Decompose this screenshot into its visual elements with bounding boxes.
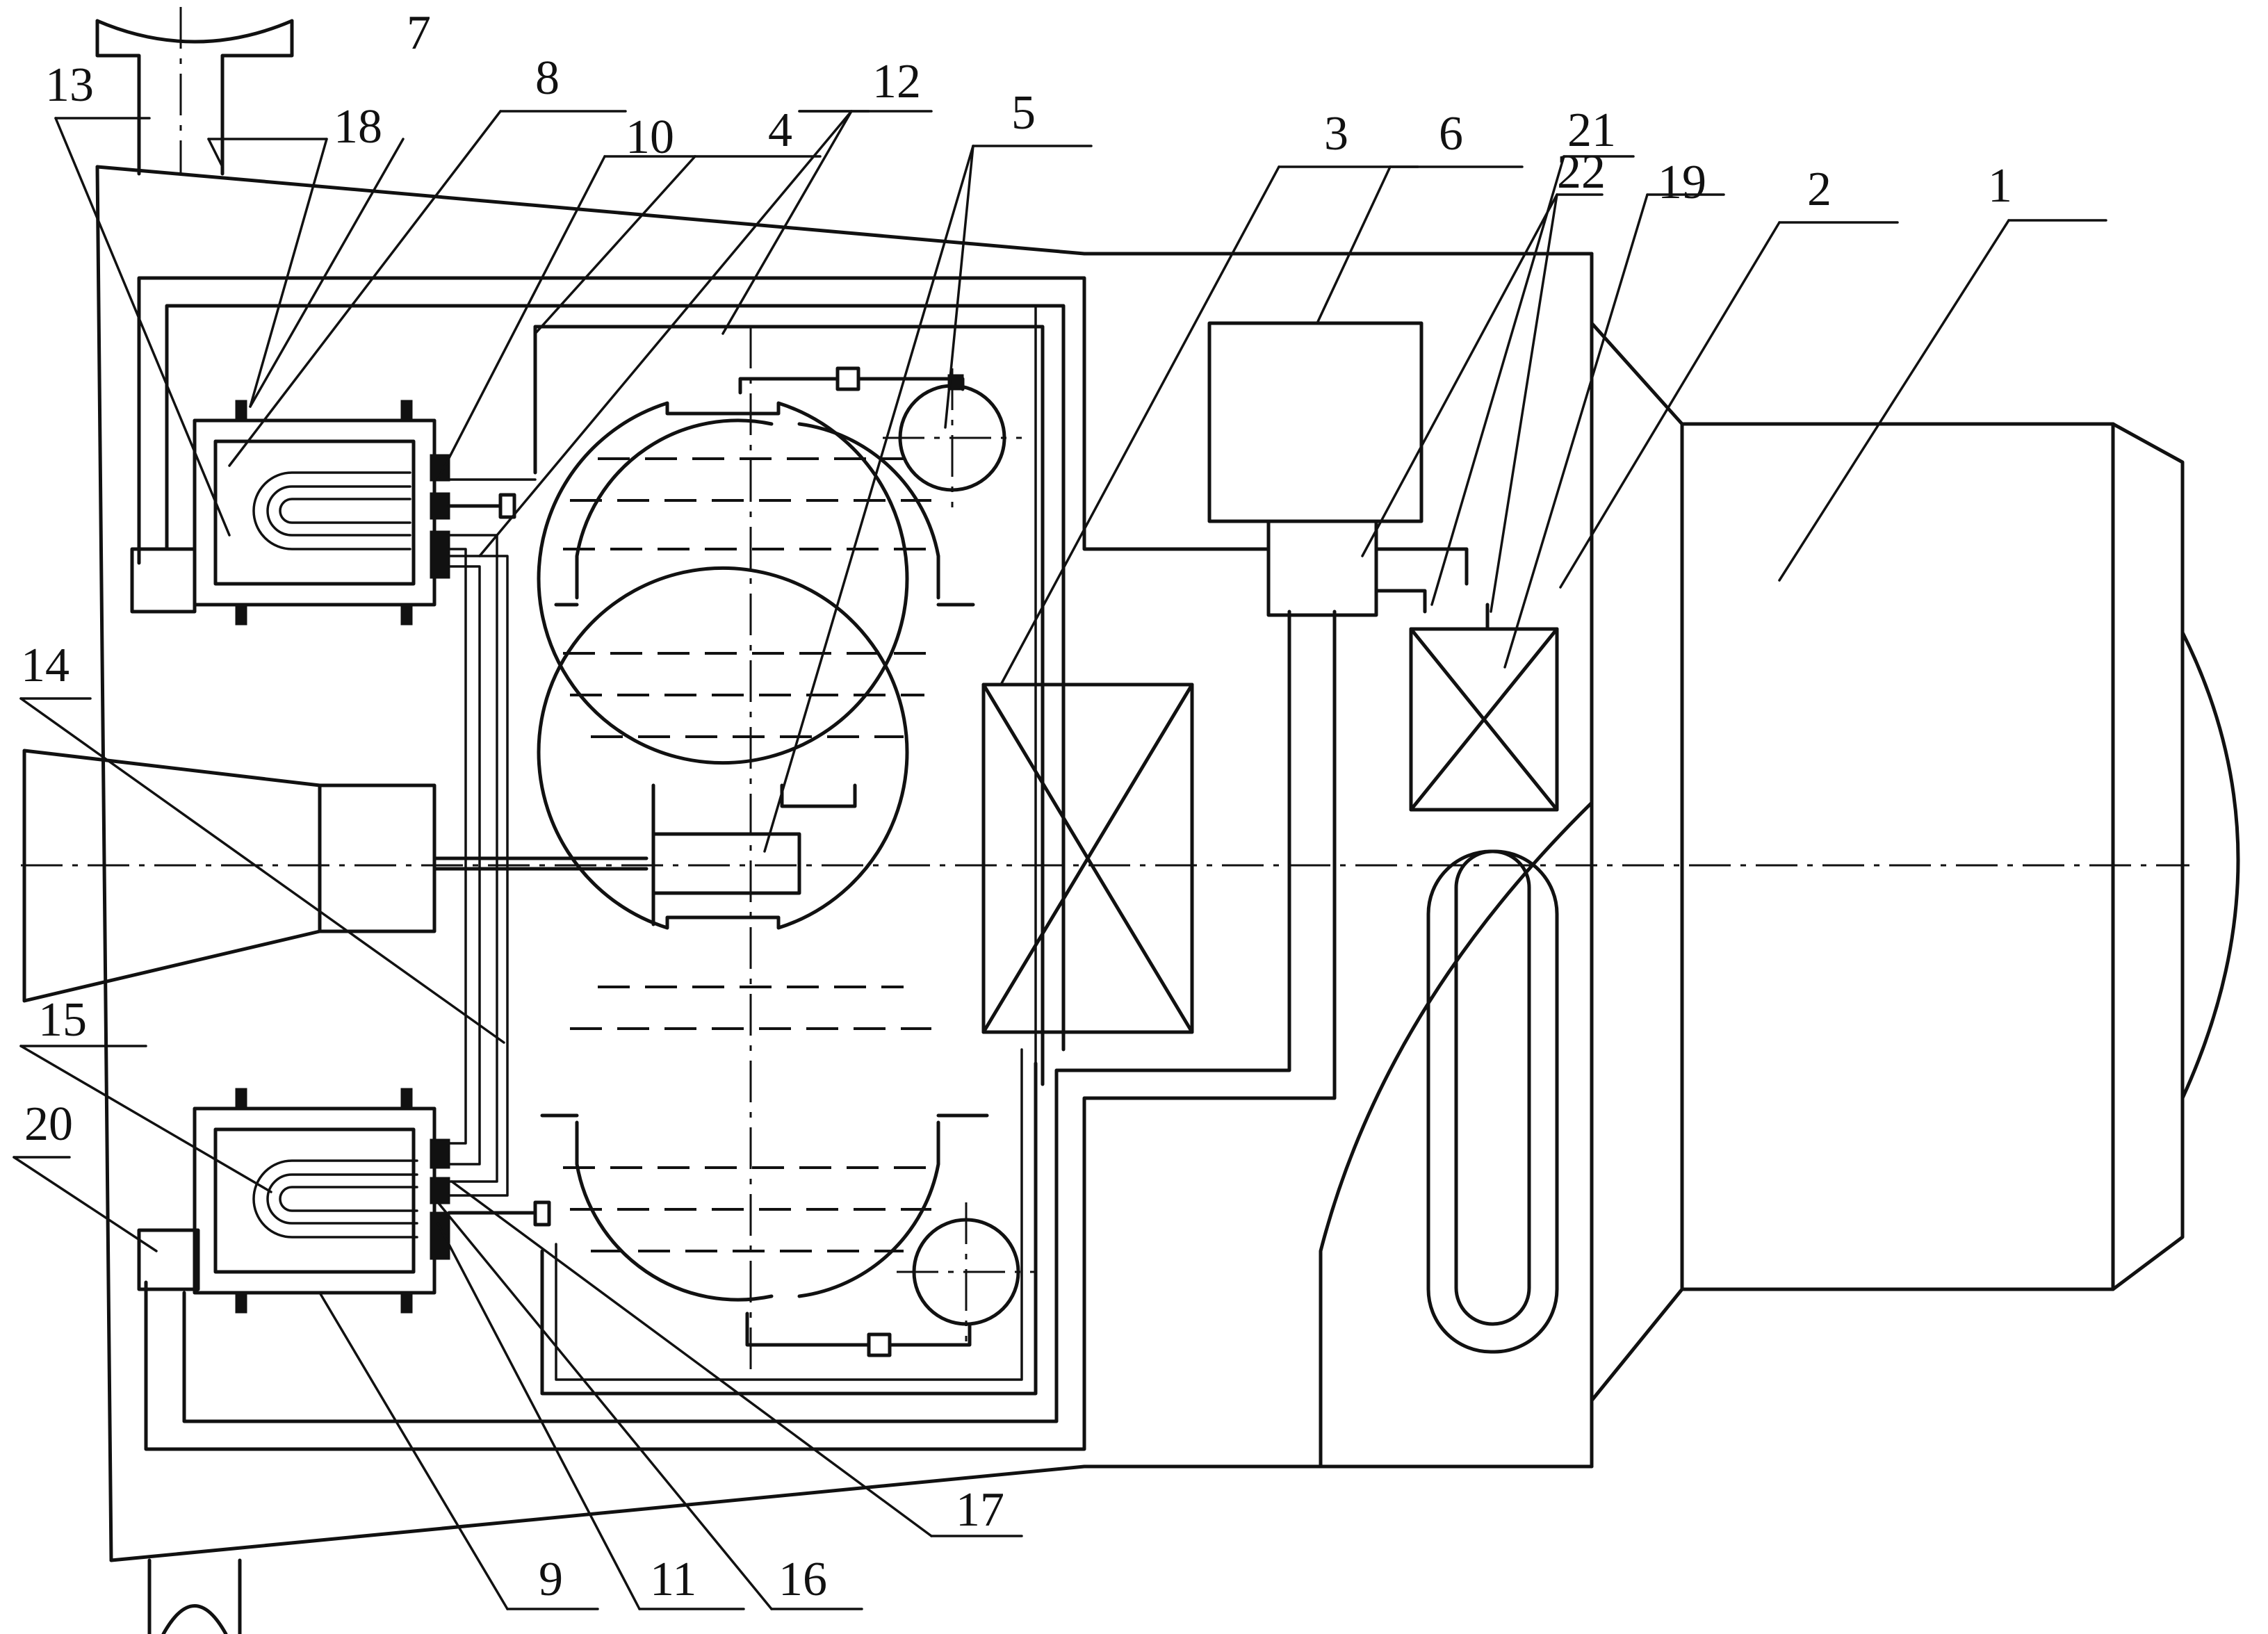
upper-heat-exchanger (132, 401, 514, 624)
label-17: 17 (956, 1483, 1004, 1537)
component-3-box (984, 685, 1192, 1032)
lower-heat-exchanger (139, 1089, 549, 1312)
lower-aux-pump (747, 1202, 1036, 1355)
input-shaft (21, 751, 2189, 1001)
label-3: 3 (1324, 107, 1348, 161)
label-12: 12 (872, 55, 921, 108)
label-16: 16 (778, 1553, 827, 1606)
component-19-box (1411, 629, 1557, 810)
output-flange-top (97, 7, 292, 174)
motor-1 (1682, 424, 2238, 1289)
label-19: 19 (1658, 156, 1706, 209)
label-22: 22 (1557, 145, 1606, 199)
lower-rotor (539, 568, 987, 1300)
label-18: 18 (334, 100, 382, 154)
label-7: 7 (407, 6, 431, 60)
connecting-pipes (449, 480, 535, 1195)
label-6: 6 (1439, 107, 1463, 161)
label-11: 11 (650, 1553, 696, 1606)
label-1: 1 (1988, 159, 2012, 213)
upper-rotor (539, 403, 973, 763)
label-15: 15 (38, 993, 87, 1047)
label-14: 14 (21, 639, 70, 692)
label-10: 10 (626, 111, 674, 164)
label-2: 2 (1807, 163, 1831, 216)
label-9: 9 (539, 1553, 563, 1606)
label-13: 13 (45, 58, 94, 112)
leader-lines (14, 111, 2106, 1609)
label-20: 20 (24, 1097, 73, 1151)
label-5: 5 (1011, 86, 1036, 140)
rotor-hub (653, 785, 855, 924)
label-4: 4 (768, 104, 792, 157)
label-8: 8 (535, 51, 560, 105)
motor-adapter (1321, 323, 1682, 1466)
output-flange-bottom (149, 1560, 240, 1634)
control-unit (1209, 323, 1487, 629)
